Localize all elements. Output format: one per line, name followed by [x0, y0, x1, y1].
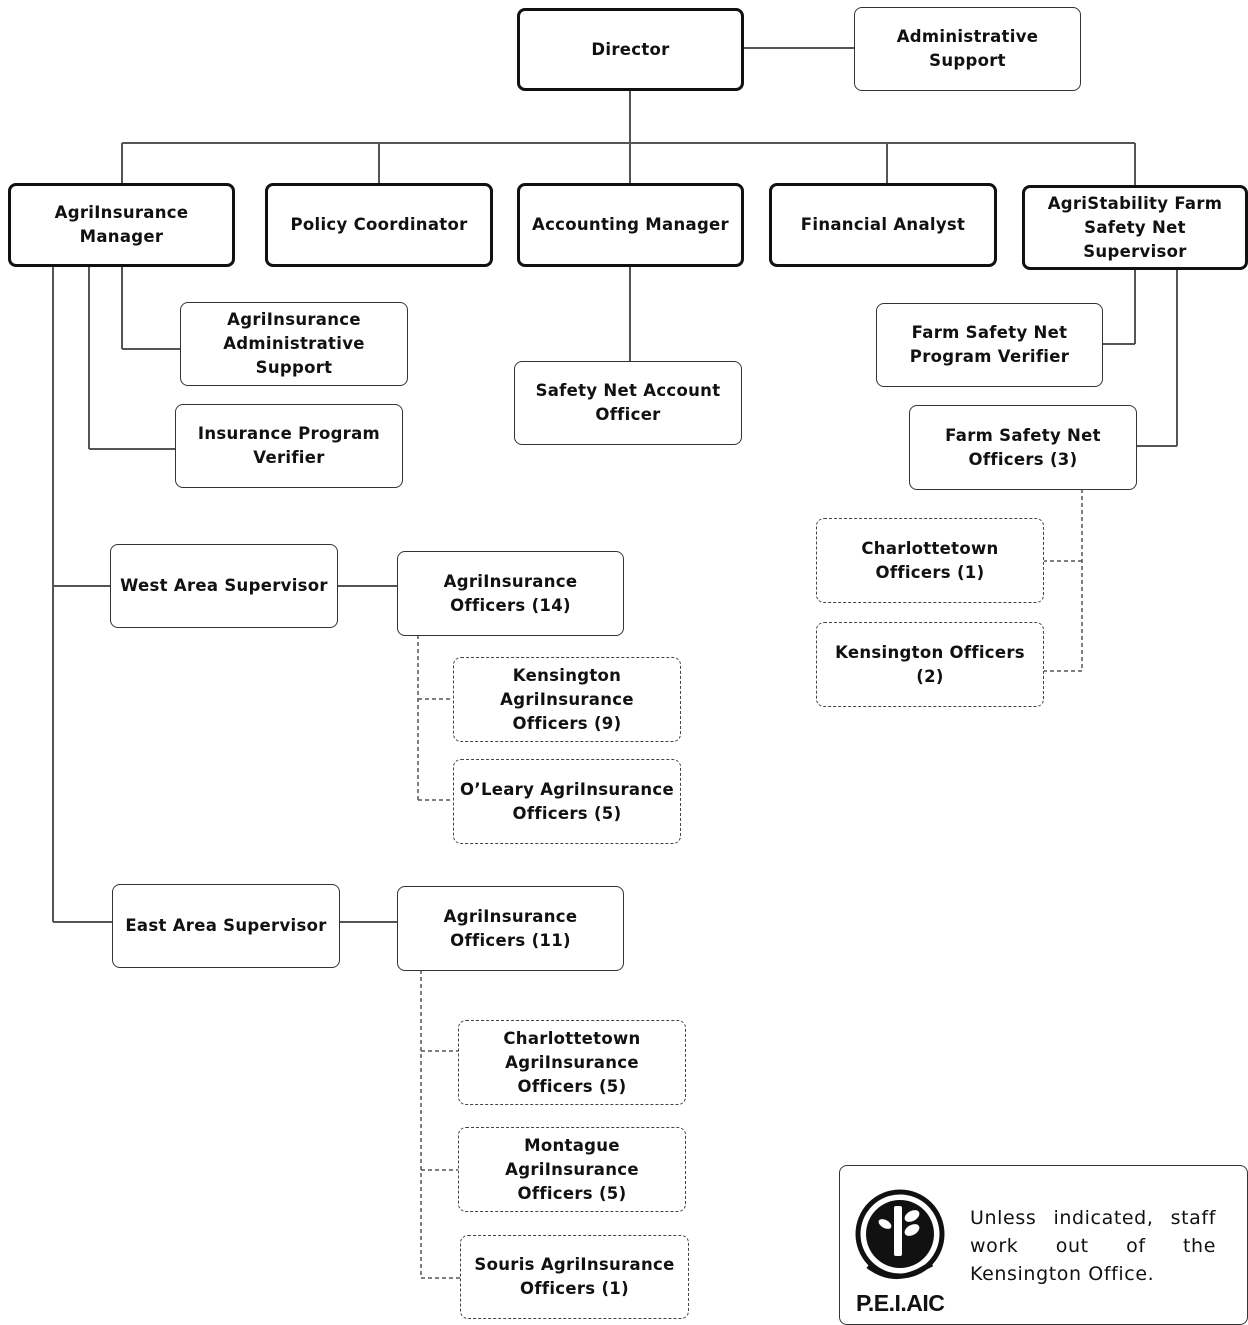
agriinsurance-admin-support-label: AgriInsurance Administrative Support: [223, 310, 365, 377]
financial-analyst-box[interactable]: Financial Analyst: [769, 183, 997, 267]
charlottetown-agriinsurance-officers-box[interactable]: Charlottetown AgriInsurance Officers (5): [458, 1020, 686, 1105]
oleary-agriinsurance-officers-label: O’Leary AgriInsurance Officers (5): [460, 779, 674, 823]
kensington-officers-label: Kensington Officers (2): [835, 642, 1025, 686]
east-area-supervisor-box[interactable]: East Area Supervisor: [112, 884, 340, 968]
insurance-program-verifier-box[interactable]: Insurance Program Verifier: [175, 404, 403, 488]
souris-agriinsurance-officers-box[interactable]: Souris AgriInsurance Officers (1): [460, 1235, 689, 1319]
accounting-manager-box[interactable]: Accounting Manager: [517, 183, 744, 267]
farm-safety-net-officers-box[interactable]: Farm Safety Net Officers (3): [909, 405, 1137, 490]
charlottetown-officers-box[interactable]: Charlottetown Officers (1): [816, 518, 1044, 603]
east-agriinsurance-officers-box[interactable]: AgriInsurance Officers (11): [397, 886, 624, 971]
kensington-officers-box[interactable]: Kensington Officers (2): [816, 622, 1044, 707]
note-text: Unless indicated, staff work out of the …: [970, 1207, 1216, 1285]
west-area-supervisor-label: West Area Supervisor: [120, 576, 328, 595]
agristability-supervisor-label: AgriStability Farm Safety Net Supervisor: [1047, 193, 1223, 261]
kensington-agriinsurance-officers-label: Kensington AgriInsurance Officers (9): [500, 665, 634, 733]
souris-agriinsurance-officers-label: Souris AgriInsurance Officers (1): [474, 1255, 675, 1298]
oleary-agriinsurance-officers-box[interactable]: O’Leary AgriInsurance Officers (5): [453, 759, 681, 844]
west-agriinsurance-officers-label: AgriInsurance Officers (14): [443, 571, 578, 615]
east-area-supervisor-label: East Area Supervisor: [125, 916, 327, 935]
agriinsurance-admin-support-box[interactable]: AgriInsurance Administrative Support: [180, 302, 408, 386]
kensington-agriinsurance-officers-box[interactable]: Kensington AgriInsurance Officers (9): [453, 657, 681, 742]
financial-analyst-label: Financial Analyst: [800, 215, 966, 234]
charlottetown-officers-label: Charlottetown Officers (1): [861, 538, 999, 582]
logo-text: P.E.I.AIC: [856, 1290, 945, 1316]
montague-agriinsurance-officers-label: Montague AgriInsurance Officers (5): [505, 1135, 639, 1203]
peiaic-logo-icon: [855, 1189, 945, 1279]
farm-safety-net-program-verifier-box[interactable]: Farm Safety Net Program Verifier: [876, 303, 1103, 387]
east-agriinsurance-officers-label: AgriInsurance Officers (11): [443, 906, 578, 950]
director-label: Director: [591, 39, 670, 59]
accounting-manager-label: Accounting Manager: [532, 215, 729, 234]
insurance-program-verifier-label: Insurance Program Verifier: [197, 424, 381, 467]
policy-coordinator-box[interactable]: Policy Coordinator: [265, 183, 493, 267]
safety-net-account-officer-box[interactable]: Safety Net Account Officer: [514, 361, 742, 445]
farm-safety-net-officers-label: Farm Safety Net Officers (3): [945, 425, 1101, 469]
agriinsurance-manager-box[interactable]: AgriInsurance Manager: [8, 183, 235, 267]
agriinsurance-manager-label: AgriInsurance Manager: [54, 203, 189, 246]
policy-coordinator-label: Policy Coordinator: [290, 215, 468, 234]
agristability-supervisor-box[interactable]: AgriStability Farm Safety Net Supervisor: [1022, 185, 1248, 270]
farm-safety-net-program-verifier-label: Farm Safety Net Program Verifier: [909, 323, 1070, 366]
safety-net-account-officer-label: Safety Net Account Officer: [535, 381, 721, 424]
charlottetown-agriinsurance-officers-label: Charlottetown AgriInsurance Officers (5): [503, 1028, 641, 1096]
west-area-supervisor-box[interactable]: West Area Supervisor: [110, 544, 338, 628]
west-agriinsurance-officers-box[interactable]: AgriInsurance Officers (14): [397, 551, 624, 636]
montague-agriinsurance-officers-box[interactable]: Montague AgriInsurance Officers (5): [458, 1127, 686, 1212]
admin-support-label: Administrative Support: [896, 27, 1039, 70]
admin-support-box[interactable]: Administrative Support: [854, 7, 1081, 91]
director-box[interactable]: Director: [517, 8, 744, 91]
legend-note: P.E.I.AIC Unless indicated, staff work o…: [839, 1165, 1248, 1325]
